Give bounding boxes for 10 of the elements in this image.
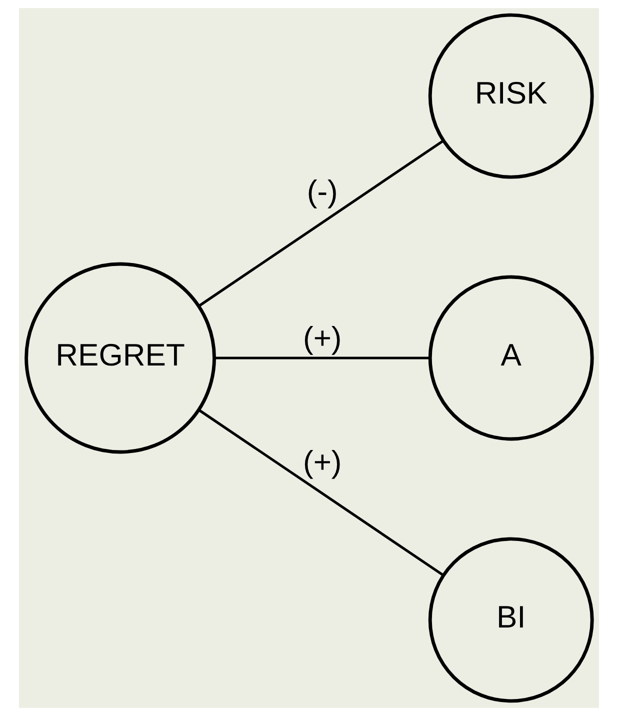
node-circle: REGRET xyxy=(24,262,216,454)
connector xyxy=(214,356,430,360)
edge-label: (+) xyxy=(303,320,342,356)
node-circle: A xyxy=(428,275,594,441)
node-circle: BI xyxy=(428,537,594,703)
node-circle: RISK xyxy=(428,13,594,179)
edge-label: (-) xyxy=(306,174,338,209)
edge-label: (+) xyxy=(303,444,342,480)
connector xyxy=(198,140,444,307)
connector xyxy=(198,409,444,576)
